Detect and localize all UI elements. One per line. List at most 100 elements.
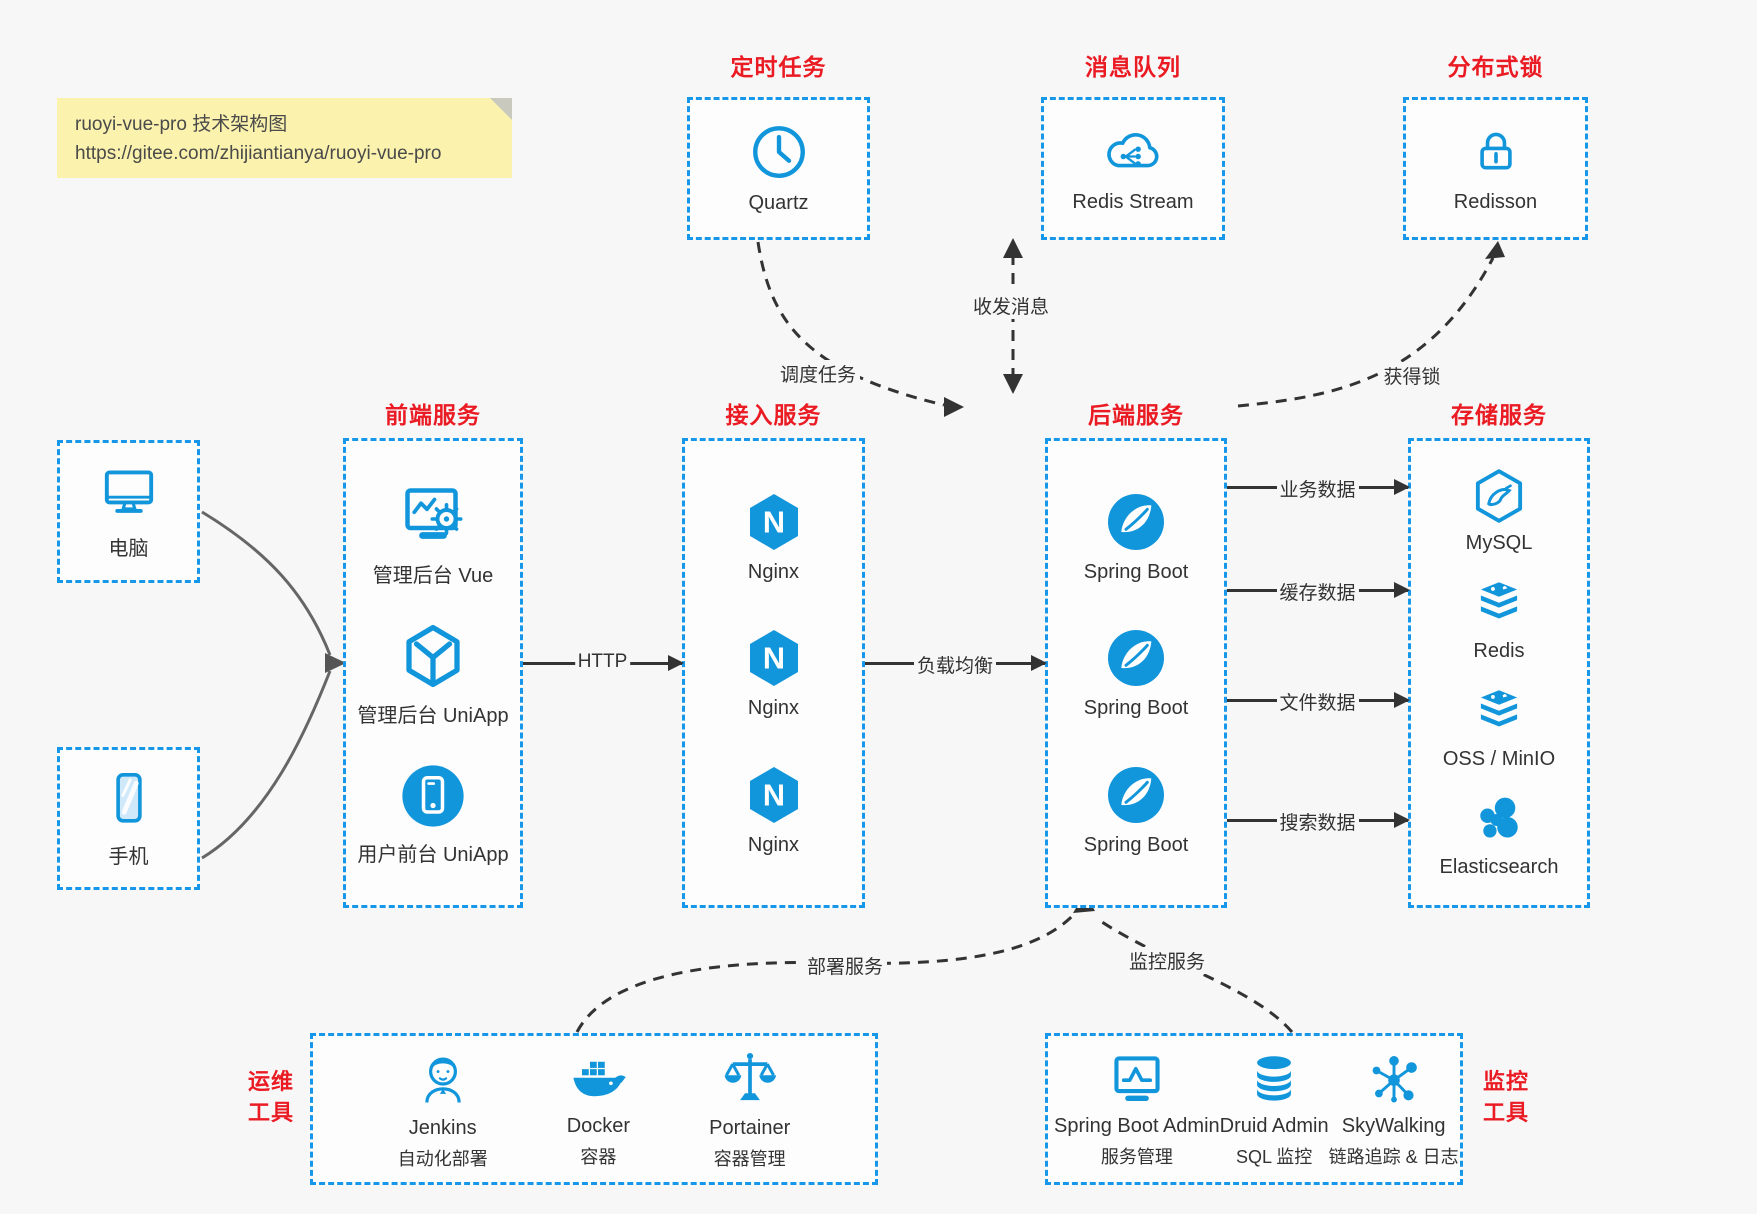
clock-icon — [749, 122, 809, 182]
backend-item-spring: Spring Boot — [1083, 490, 1189, 584]
arrow-http: HTTP — [523, 651, 684, 673]
ops-item-sublabel: 自动化部署 — [397, 1148, 488, 1169]
backend-item-label: Spring Boot — [1083, 560, 1189, 583]
ops-item-sublabel: 容器管理 — [713, 1148, 786, 1169]
storage-item-mysql: MySQL — [1465, 467, 1533, 555]
backend-column: Spring Boot Spring Boot Spring Boot — [1045, 438, 1227, 908]
spring-icon — [1104, 763, 1168, 827]
arrow-file-data-label: 文件数据 — [1276, 688, 1359, 715]
note-title: ruoyi-vue-pro 技术架构图 — [75, 114, 288, 135]
monitor-item-springbootadmin: Spring Boot Admin 服务管理 — [1054, 1050, 1220, 1169]
backend-item-label: Spring Boot — [1083, 833, 1189, 856]
svg-text:N: N — [762, 642, 784, 676]
lock-arrowhead — [1485, 241, 1505, 259]
storage-item-label: OSS / MinIO — [1442, 748, 1556, 770]
gateway-item-nginx: N Nginx — [742, 626, 806, 720]
ops-tools-title-line2: 工具 — [247, 1100, 294, 1125]
monitor-item-druid: Druid Admin SQL 监控 — [1220, 1050, 1329, 1169]
ops-item-jenkins: Jenkins 自动化部署 — [398, 1048, 488, 1171]
acquire-lock-curve — [1237, 257, 1495, 408]
storage-item-elasticsearch: Elasticsearch — [1440, 791, 1558, 879]
frontend-item-label: 管理后台 UniApp — [357, 705, 509, 727]
arrow-business-data: 业务数据 — [1227, 475, 1410, 502]
chart-monitor-icon — [1108, 1050, 1166, 1108]
redisson-label: Redisson — [1453, 191, 1538, 213]
topology-icon — [1365, 1050, 1423, 1108]
frontend-item-vue: 管理后台 Vue — [373, 480, 493, 588]
monitor-item-sublabel: SQL 监控 — [1235, 1146, 1313, 1167]
ops-tools-title-line1: 运维 — [247, 1069, 294, 1094]
arrow-load-balance: 负载均衡 — [865, 651, 1047, 678]
frontend-item-label: 管理后台 Vue — [372, 564, 494, 587]
storage-column: MySQL Redis — [1408, 438, 1590, 908]
send-receive-msg-label: 收发消息 — [968, 292, 1054, 319]
monitor-item-label: SkyWalking — [1341, 1114, 1446, 1137]
monitor-item-label: Druid Admin — [1219, 1114, 1329, 1137]
arrow-business-data-label: 业务数据 — [1276, 475, 1359, 502]
redisson-box: Redisson — [1403, 97, 1588, 240]
quartz-label: Quartz — [748, 192, 809, 214]
storage-item-oss: OSS / MinIO — [1443, 683, 1555, 771]
schedule-task-label: 调度任务 — [775, 360, 861, 387]
gateway-item-label: Nginx — [747, 833, 800, 856]
phone-client-box: 手机 — [57, 747, 200, 890]
schedule-arrowhead — [944, 397, 964, 417]
deploy-service-label: 部署服务 — [802, 952, 888, 979]
monitor-item-label: Spring Boot Admin — [1054, 1114, 1220, 1137]
quartz-box: Quartz — [687, 97, 870, 240]
storage-stack-icon — [1470, 683, 1528, 741]
monitor-tools-title: 监控 工具 — [1473, 1066, 1539, 1128]
arrow-search-data: 搜索数据 — [1227, 808, 1410, 835]
spring-icon — [1104, 490, 1168, 554]
backend-item-spring: Spring Boot — [1083, 763, 1189, 857]
cloud-network-icon — [1102, 123, 1164, 181]
storage-item-redis: Redis — [1470, 575, 1528, 663]
frontend-column: 管理后台 Vue 管理后台 UniApp 用户前台 UniApp — [343, 438, 523, 908]
lock-icon — [1467, 123, 1525, 181]
frontend-item-label: 用户前台 UniApp — [357, 843, 509, 866]
redis-stream-box: Redis Stream — [1041, 97, 1225, 240]
nginx-icon: N — [742, 626, 806, 690]
title-scheduled-tasks: 定时任务 — [730, 54, 827, 80]
pc-client-label: 电脑 — [108, 538, 149, 560]
pc-client-box: 电脑 — [57, 440, 200, 583]
ops-item-label: Docker — [566, 1114, 631, 1137]
svg-text:N: N — [762, 778, 784, 812]
arrow-load-balance-label: 负载均衡 — [913, 651, 997, 678]
jenkins-icon — [413, 1048, 473, 1110]
smartphone-icon — [100, 768, 158, 830]
backend-item-label: Spring Boot — [1083, 697, 1189, 719]
arrow-file-data: 文件数据 — [1227, 688, 1410, 715]
ops-item-label: Portainer — [709, 1116, 791, 1139]
nginx-icon: N — [742, 763, 806, 827]
title-storage: 存储服务 — [1451, 402, 1547, 428]
title-frontend: 前端服务 — [385, 402, 481, 428]
mobile-app-icon — [398, 761, 468, 831]
backend-item-spring: Spring Boot — [1083, 626, 1189, 720]
ops-item-sublabel: 容器 — [580, 1146, 617, 1167]
arrow-search-data-label: 搜索数据 — [1276, 808, 1359, 835]
storage-item-label: MySQL — [1465, 532, 1533, 554]
gateway-item-label: Nginx — [747, 560, 800, 583]
ops-item-docker: Docker 容器 — [566, 1050, 630, 1169]
monitor-service-label: 监控服务 — [1124, 947, 1210, 974]
spring-icon — [1104, 626, 1168, 690]
acquire-lock-label: 获得锁 — [1379, 362, 1445, 389]
svg-text:N: N — [762, 505, 784, 539]
database-icon — [1246, 1050, 1302, 1108]
monitor-tools-title-line1: 监控 — [1482, 1069, 1529, 1094]
admin-vue-icon — [397, 480, 469, 552]
gateway-column: N Nginx N Nginx N Nginx — [682, 438, 865, 908]
arrow-http-label: HTTP — [574, 651, 631, 673]
monitor-item-sublabel: 链路追踪 & 日志 — [1328, 1146, 1459, 1167]
title-message-queue: 消息队列 — [1085, 54, 1181, 80]
monitor-tools-box: Spring Boot Admin 服务管理 Druid Admin SQL 监… — [1045, 1033, 1463, 1185]
gateway-item-label: Nginx — [747, 697, 800, 719]
title-backend: 后端服务 — [1088, 402, 1184, 428]
phone-client-label: 手机 — [108, 846, 149, 868]
ops-tools-title: 运维 工具 — [238, 1066, 304, 1128]
nginx-icon: N — [742, 490, 806, 554]
frontend-item-uniapp-admin: 管理后台 UniApp — [357, 620, 509, 728]
pc-to-frontend-curve — [201, 510, 332, 656]
